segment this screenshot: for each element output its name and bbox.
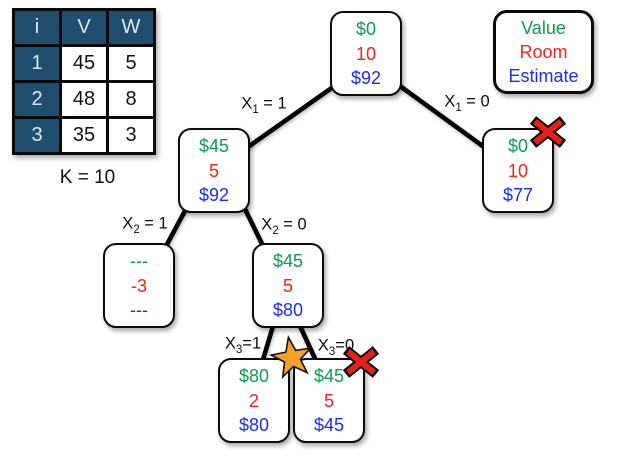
table-cell-weight: 3 xyxy=(106,116,156,155)
node-estimate: $92 xyxy=(350,68,382,89)
tree-node-x1-taken: $45 5 $92 xyxy=(178,128,250,213)
table-cell-weight: 5 xyxy=(106,44,156,83)
node-value: $45 xyxy=(272,250,304,271)
node-estimate: $92 xyxy=(198,185,230,206)
node-room: 10 xyxy=(507,160,529,181)
table-cell-item-index: 2 xyxy=(12,80,62,119)
table-cell-value: 35 xyxy=(59,116,109,155)
legend-value-label: Value xyxy=(521,18,566,38)
node-value: $0 xyxy=(355,18,377,39)
edge-label-x1-0: X1 = 0 xyxy=(444,92,490,114)
tree-node-x2-taken: --- -3 --- xyxy=(103,243,175,328)
node-value: $45 xyxy=(198,135,230,156)
edge-label-x3-1: X3=1 xyxy=(224,334,262,356)
table-cell-item-index: 3 xyxy=(12,116,62,155)
node-room: 2 xyxy=(248,390,259,411)
node-estimate: --- xyxy=(130,300,148,321)
node-estimate: $80 xyxy=(238,415,270,436)
table-header-v: V xyxy=(59,8,109,47)
edge-label-x2-1: X2 = 1 xyxy=(122,214,168,236)
tree-node-x2-skipped: $45 5 $80 xyxy=(252,243,324,328)
node-estimate: $45 xyxy=(313,415,345,436)
node-value: $45 xyxy=(313,365,345,386)
table-cell-value: 48 xyxy=(59,80,109,119)
legend-room-label: Room xyxy=(519,42,568,62)
table-header-i: i xyxy=(12,8,62,47)
edge-x1-to-x2-taken xyxy=(162,206,189,251)
table-cell-value: 45 xyxy=(59,44,109,83)
items-table: i V W 1 45 5 2 48 8 3 35 3 xyxy=(12,8,156,155)
edge-label-x2-0: X2 = 0 xyxy=(261,215,307,237)
node-value: $80 xyxy=(238,365,270,386)
node-value: --- xyxy=(130,250,148,271)
edge-root-to-x1-skipped xyxy=(397,83,487,150)
table-row: 2 48 8 xyxy=(12,80,156,119)
pruned-cross-icon xyxy=(529,116,567,148)
edge-root-to-x1-taken xyxy=(245,84,336,150)
legend-estimate-label: Estimate xyxy=(508,66,579,86)
node-estimate: $77 xyxy=(502,185,534,206)
node-room: 10 xyxy=(355,43,377,64)
edge-x2-to-x3-skipped xyxy=(297,323,320,366)
node-room: 5 xyxy=(282,275,293,296)
edge-x1-to-x2-skipped xyxy=(242,206,267,251)
node-estimate: $80 xyxy=(272,300,304,321)
node-value: $0 xyxy=(507,135,529,156)
table-header-w: W xyxy=(106,8,156,47)
knapsack-capacity-label: K = 10 xyxy=(59,167,116,188)
tree-node-root: $0 10 $92 xyxy=(330,11,402,96)
pruned-cross-icon xyxy=(342,346,380,378)
table-cell-item-index: 1 xyxy=(12,44,62,83)
best-solution-star-icon xyxy=(269,335,313,380)
node-room: 5 xyxy=(323,390,334,411)
tree-node-x3-taken: $80 2 $80 xyxy=(218,358,290,443)
table-cell-weight: 8 xyxy=(106,80,156,119)
node-room: 5 xyxy=(208,160,219,181)
node-room: -3 xyxy=(130,275,147,296)
table-row: 1 45 5 xyxy=(12,44,156,83)
legend: Value Room Estimate xyxy=(493,10,594,94)
table-header-row: i V W xyxy=(12,8,156,47)
edge-label-x1-1: X1 = 1 xyxy=(241,94,287,116)
table-row: 3 35 3 xyxy=(12,116,156,155)
edge-x2-to-x3-taken xyxy=(259,323,276,366)
